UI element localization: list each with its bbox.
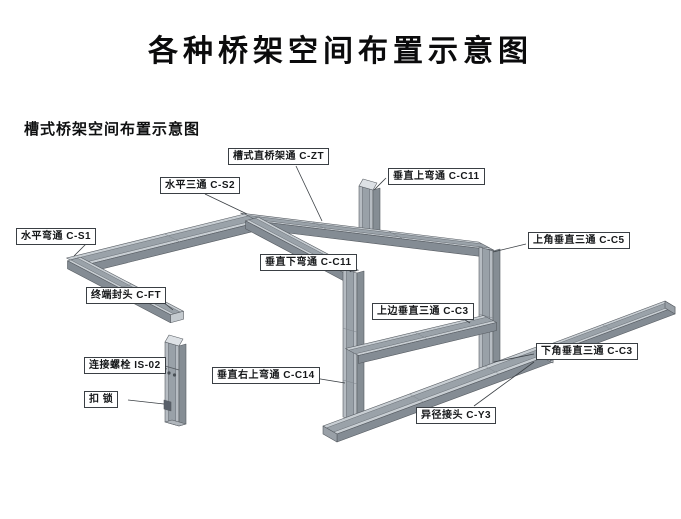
cable-tray-drawing xyxy=(66,178,676,443)
bolt-icon xyxy=(172,373,177,377)
tray-run-bottom-right xyxy=(539,300,676,362)
tray-column-connector xyxy=(164,334,187,427)
tray-run-bend-to-tee xyxy=(66,213,260,275)
tray-drop-right xyxy=(478,246,501,374)
bolt-icon xyxy=(167,371,171,375)
tray-stub-vertical-up xyxy=(358,178,381,239)
tray-run-mid-level xyxy=(345,315,497,364)
lock-clip xyxy=(163,399,172,412)
leader-lines xyxy=(73,165,535,407)
column-joint-seam xyxy=(164,365,180,371)
section-subtitle: 槽式桥架空间布置示意图 xyxy=(24,121,201,138)
tray-run-to-endcap xyxy=(67,256,184,324)
tray-run-straight-czt xyxy=(240,212,494,259)
tray-run-bottom-left xyxy=(322,345,554,443)
page-title: 各种桥架空间布置示意图 xyxy=(148,35,533,68)
